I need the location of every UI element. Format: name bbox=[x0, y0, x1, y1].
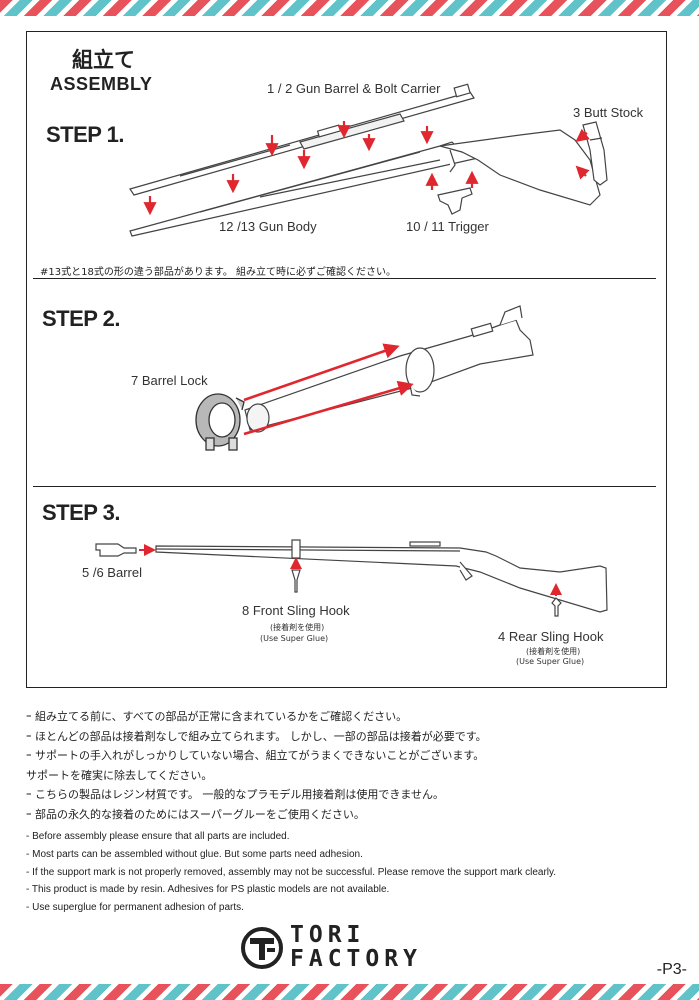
brand-mark-icon bbox=[241, 927, 283, 969]
note-en-item: - If the support mark is not properly re… bbox=[26, 866, 557, 878]
label-rear-sling-jp: (接着剤を使用) bbox=[526, 647, 581, 656]
step1-divider bbox=[33, 278, 656, 279]
front-sling-hook-part bbox=[291, 569, 301, 593]
note-jp-item: ｰ 部品の永久的な接着のためにはスーパーグルーをご使用ください。 bbox=[26, 807, 365, 821]
heading-jp: 組立て bbox=[72, 48, 135, 72]
trigger-part bbox=[437, 187, 473, 215]
heading-en: ASSEMBLY bbox=[50, 74, 153, 94]
label-rear-sling: 4 Rear Sling Hook bbox=[498, 629, 604, 644]
step3-arrows bbox=[139, 544, 562, 596]
rear-sling-hook-part bbox=[551, 597, 562, 617]
page-number: -P3- bbox=[656, 961, 687, 978]
label-barrel-bolt: 1 / 2 Gun Barrel & Bolt Carrier bbox=[267, 81, 441, 96]
notes-jp: ｰ 組み立てる前に、すべての部品が正常に含まれているかをご確認ください。 ｰ ほ… bbox=[26, 707, 666, 825]
label-butt-stock: 3 Butt Stock bbox=[573, 105, 644, 120]
note-en-item: - Use superglue for permanent adhesion o… bbox=[26, 902, 244, 914]
step3-title: STEP 3. bbox=[42, 500, 121, 525]
label-rear-sling-en: (Use Super Glue) bbox=[516, 657, 585, 666]
step2-title: STEP 2. bbox=[42, 306, 121, 331]
step2-divider bbox=[33, 486, 656, 487]
note-en-item: - This product is made by resin. Adhesiv… bbox=[26, 884, 390, 896]
label-gun-body: 12 /13 Gun Body bbox=[219, 219, 317, 234]
brand-line2: FACTORY bbox=[290, 946, 422, 972]
note-jp-item: サポートを確実に除去してください。 bbox=[26, 768, 213, 782]
instruction-frame bbox=[26, 31, 667, 688]
label-front-sling-jp: (接着剤を使用) bbox=[270, 623, 325, 632]
label-trigger: 10 / 11 Trigger bbox=[406, 219, 489, 234]
label-barrel: 5 /6 Barrel bbox=[82, 565, 142, 580]
barrel-lock-part bbox=[195, 393, 245, 451]
label-front-sling-en: (Use Super Glue) bbox=[260, 634, 329, 643]
label-front-sling: 8 Front Sling Hook bbox=[242, 603, 350, 618]
step1-arrows bbox=[143, 121, 590, 216]
note-jp-item: ｰ サポートの手入れがしっかりしていない場合、組立てがうまくできないことがござい… bbox=[26, 749, 485, 763]
note-jp-item: ｰ こちらの製品はレジン材質です。 一般的なプラモデル用接着剤は使用できません。 bbox=[26, 788, 445, 802]
notes-en: - Before assembly please ensure that all… bbox=[26, 828, 686, 917]
decorative-stripe-top bbox=[0, 0, 699, 16]
brand-line1: TORI bbox=[290, 922, 366, 948]
step2-arrows bbox=[243, 343, 414, 436]
note-en-item: - Most parts can be assembled without gl… bbox=[26, 848, 363, 860]
barrel-bolt-part bbox=[129, 83, 475, 196]
note-en-item: - Before assembly please ensure that all… bbox=[26, 831, 290, 842]
note-jp-item: ｰ 組み立てる前に、すべての部品が正常に含まれているかをご確認ください。 bbox=[26, 710, 408, 723]
step1-title: STEP 1. bbox=[46, 122, 125, 147]
decorative-stripe-bottom bbox=[0, 984, 699, 1000]
barrel-closeup bbox=[244, 305, 534, 433]
full-rifle bbox=[155, 539, 608, 613]
gun-body-part bbox=[129, 129, 601, 237]
note-jp-item: ｰ ほとんどの部品は接着剤なしで組み立てられます。 しかし、一部の部品は接着が必… bbox=[26, 729, 487, 743]
barrel-muzzle-part bbox=[95, 543, 137, 557]
label-barrel-lock: 7 Barrel Lock bbox=[131, 373, 208, 388]
step1-note: #13式と18式の形の違う部品があります。 組み立て時に必ずご確認ください。 bbox=[40, 267, 397, 278]
